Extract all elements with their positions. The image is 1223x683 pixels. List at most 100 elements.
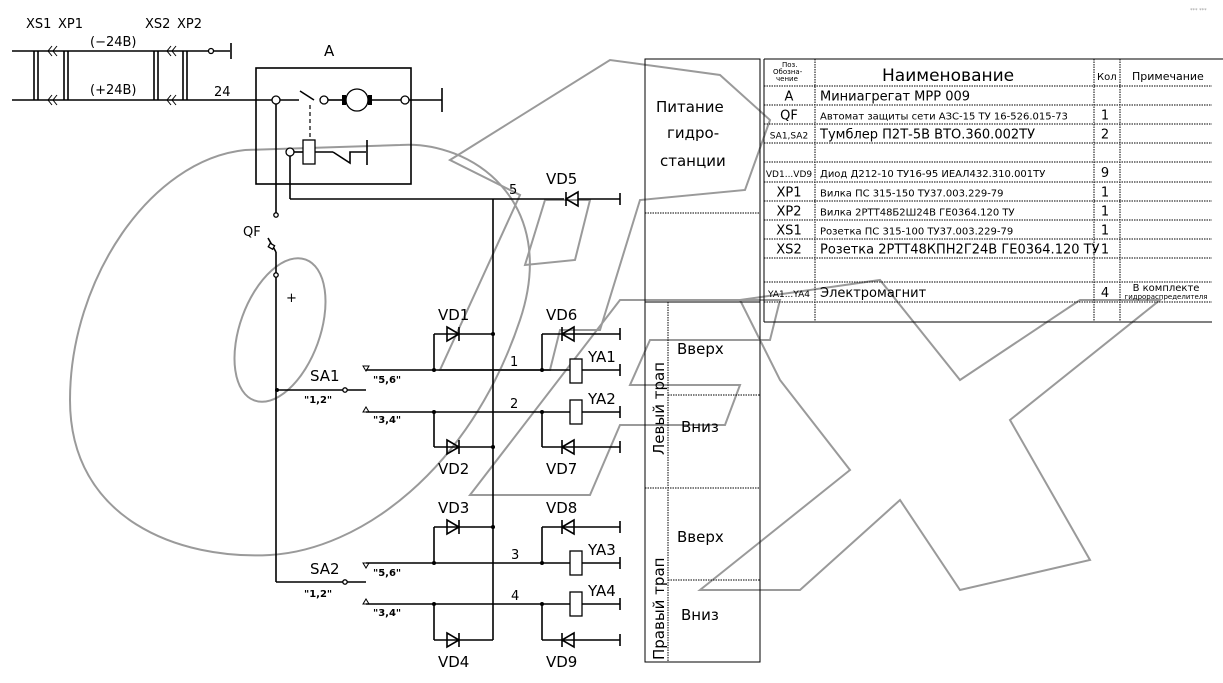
right-down-label: Вниз bbox=[681, 606, 719, 624]
cell-qty: 2 bbox=[1101, 128, 1109, 143]
table-row: VD1...VD9 Диод Д212-10 ТУ16-95 ИЕАЛ432.31… bbox=[766, 166, 1109, 181]
cell-note: гидрораспределителя bbox=[1125, 293, 1208, 301]
table-row: QF Автомат защиты сети АЗС-15 ТУ 16-526.0… bbox=[780, 109, 1109, 124]
header-pos-2: Обозна- bbox=[773, 68, 803, 76]
cell-name: Автомат защиты сети АЗС-15 ТУ 16-526.015… bbox=[820, 112, 1068, 123]
vd5-branch: 5 VD5 bbox=[492, 170, 621, 640]
power-line-2: гидро- bbox=[667, 124, 719, 142]
label-xs1: XS1 bbox=[26, 17, 51, 32]
label-vd5: VD5 bbox=[546, 170, 577, 188]
cell-name: Розетка ПС 315-100 ТУ37.003.229-79 bbox=[820, 227, 1013, 238]
label-xp1: XP1 bbox=[58, 17, 83, 32]
header-pos-3: чение bbox=[776, 75, 798, 83]
motor-icon bbox=[345, 88, 369, 112]
label-sa1-12: "1,2" bbox=[304, 395, 332, 406]
table-row: SA1,SA2 Тумблер П2Т-5В ВТО.360.002ТУ 2 bbox=[770, 128, 1109, 143]
label-vd2: VD2 bbox=[438, 460, 469, 478]
label-ya1: YA1 bbox=[587, 348, 616, 366]
switch-sa1: SA1 "1,2" "5,6" "3,4" bbox=[275, 365, 620, 426]
label-wire-24: 24 bbox=[214, 85, 231, 100]
label-neg-24v: (−24В) bbox=[90, 35, 137, 50]
label-block-a: A bbox=[324, 42, 335, 60]
wire-4-label: 4 bbox=[511, 589, 519, 604]
table-row: XS1 Розетка ПС 315-100 ТУ37.003.229-79 1 bbox=[776, 224, 1109, 239]
parts-table: Поз. Обозна- чение Наименование Кол Прим… bbox=[763, 58, 1223, 323]
left-down-label: Вниз bbox=[681, 418, 719, 436]
label-qf: QF bbox=[243, 225, 261, 240]
cell-designation: YA1...YA4 bbox=[767, 290, 810, 300]
label-sa1-34: "3,4" bbox=[373, 415, 401, 426]
cell-designation: A bbox=[785, 90, 794, 105]
label-vd8: VD8 bbox=[546, 499, 577, 517]
coil-ya3-icon bbox=[569, 550, 583, 576]
right-ladder-circuit: VD3 3 VD8 YA3 4 YA4 VD4 VD9 bbox=[432, 499, 621, 671]
cell-name: Диод Д212-10 ТУ16-95 ИЕАЛ432.310.001ТУ bbox=[820, 169, 1045, 180]
cell-qty: 9 bbox=[1101, 166, 1109, 181]
table-row: XP2 Вилка 2РТТ48Б2Ш24В ГЕ0364.120 ТУ 1 bbox=[776, 205, 1109, 220]
watermark-logo bbox=[68, 58, 1163, 592]
label-sa2-12: "1,2" bbox=[304, 589, 332, 600]
corner-mark: *** *** bbox=[1190, 8, 1207, 14]
cell-qty: 1 bbox=[1101, 224, 1109, 239]
header-note: Примечание bbox=[1132, 70, 1204, 83]
cell-name: Розетка 2РТТ48КПН2Г24В ГЕ0364.120 ТУ bbox=[820, 243, 1100, 258]
cell-designation: QF bbox=[780, 109, 798, 124]
label-sa1: SA1 bbox=[310, 367, 340, 385]
connector-group: XS1 XP1 XS2 XP2 (−24В) (+24В) 24 bbox=[12, 17, 272, 106]
label-ya4: YA4 bbox=[587, 582, 616, 600]
power-line-1: Питание bbox=[656, 98, 724, 116]
wire-5-label: 5 bbox=[509, 183, 517, 198]
left-ladder-circuit: VD1 1 VD6 YA1 2 YA2 VD2 VD7 bbox=[432, 306, 621, 478]
right-up-label: Вверх bbox=[677, 528, 724, 546]
cell-qty: 1 bbox=[1101, 205, 1109, 220]
label-vd7: VD7 bbox=[546, 460, 577, 478]
table-row: A Миниагрегат МРР 009 bbox=[785, 90, 970, 105]
label-sa1-56: "5,6" bbox=[373, 375, 401, 386]
label-vd4: VD4 bbox=[438, 653, 469, 671]
wire-3-label: 3 bbox=[511, 548, 519, 563]
cell-designation: XS2 bbox=[776, 243, 801, 258]
label-pos-24v: (+24В) bbox=[90, 83, 137, 98]
switch-sa2: SA2 "1,2" "5,6" "3,4" bbox=[276, 560, 620, 619]
label-vd9: VD9 bbox=[546, 653, 577, 671]
left-ladder-label: Левый трап bbox=[650, 362, 668, 455]
label-xp2: XP2 bbox=[177, 17, 202, 32]
label-sa2-34: "3,4" bbox=[373, 608, 401, 619]
label-sa2: SA2 bbox=[310, 560, 340, 578]
cell-designation: VD1...VD9 bbox=[766, 170, 812, 180]
wire-1-label: 1 bbox=[510, 355, 518, 370]
cell-designation: XP2 bbox=[776, 205, 801, 220]
right-ladder-label: Правый трап bbox=[650, 558, 668, 660]
cell-name: Вилка ПС 315-150 ТУ37.003.229-79 bbox=[820, 189, 1004, 200]
label-xs2: XS2 bbox=[145, 17, 170, 32]
label-vd1: VD1 bbox=[438, 306, 469, 324]
cell-name: Электромагнит bbox=[820, 286, 927, 301]
cell-designation: SA1,SA2 bbox=[770, 132, 808, 142]
cell-designation: XS1 bbox=[776, 224, 801, 239]
coil-ya1-icon bbox=[569, 358, 583, 384]
left-up-label: Вверх bbox=[677, 340, 724, 358]
cell-name: Тумблер П2Т-5В ВТО.360.002ТУ bbox=[819, 128, 1035, 143]
cell-name: Миниагрегат МРР 009 bbox=[820, 90, 970, 105]
relay-coil-icon bbox=[302, 139, 316, 165]
cell-qty: 1 bbox=[1101, 109, 1109, 124]
cell-qty: 1 bbox=[1101, 186, 1109, 201]
label-sa2-56: "5,6" bbox=[373, 568, 401, 579]
label-ya3: YA3 bbox=[587, 541, 616, 559]
qf-breaker: QF + bbox=[243, 212, 297, 582]
cell-qty: 4 bbox=[1101, 286, 1109, 301]
cell-name: Вилка 2РТТ48Б2Ш24В ГЕ0364.120 ТУ bbox=[820, 208, 1015, 219]
table-row: YA1...YA4 Электромагнит 4 В комплектегидрор… bbox=[767, 283, 1207, 301]
label-vd3: VD3 bbox=[438, 499, 469, 517]
label-plus: + bbox=[286, 291, 297, 306]
block-a: A bbox=[255, 42, 564, 214]
cell-note: В комплекте bbox=[1133, 283, 1200, 294]
header-pos-1: Поз. bbox=[782, 61, 798, 69]
cell-qty: 1 bbox=[1101, 243, 1109, 258]
power-line-3: станции bbox=[660, 152, 726, 170]
wire-2-label: 2 bbox=[510, 397, 518, 412]
header-qty: Кол bbox=[1097, 72, 1117, 83]
